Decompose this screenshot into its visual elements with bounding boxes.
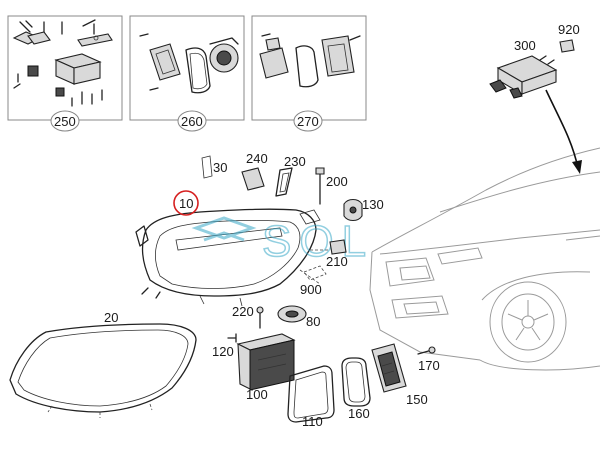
leader-arrow	[545, 89, 582, 174]
callout-150: 150	[406, 392, 428, 407]
car-outline	[369, 147, 600, 371]
inset-box-250	[7, 15, 123, 121]
part-300-module	[489, 55, 558, 99]
callout-80: 80	[306, 314, 320, 329]
part-900-harness	[303, 265, 327, 281]
part-230-bracket	[275, 167, 293, 197]
part-160-gasket	[341, 357, 371, 407]
highlight-circle-10	[173, 190, 199, 216]
part-110-gasket	[287, 365, 335, 423]
part-30-card	[201, 155, 213, 179]
callout-10: 10	[179, 196, 193, 211]
callout-130: 130	[362, 197, 384, 212]
part-220-screw	[256, 306, 264, 329]
callout-250: 250	[54, 114, 76, 129]
part-170-screw	[417, 346, 436, 355]
callout-120: 120	[212, 344, 234, 359]
part-210-connector	[329, 239, 347, 255]
callout-270: 270	[297, 114, 319, 129]
callout-220: 220	[232, 304, 254, 319]
part-920-clip	[559, 39, 575, 53]
callout-300: 300	[514, 38, 536, 53]
callout-260: 260	[181, 114, 203, 129]
part-240-bracket	[241, 167, 265, 191]
callout-240: 240	[246, 151, 268, 166]
callout-30: 30	[213, 160, 227, 175]
watermark-text: SOL	[262, 217, 374, 266]
watermark-logo: SOL	[191, 216, 374, 267]
callout-labels: 10 20 30 80 100 110 120 130 150 160 170 …	[54, 22, 580, 429]
callout-230: 230	[284, 154, 306, 169]
inset-callouts	[50, 110, 323, 132]
callout-110: 110	[302, 414, 323, 429]
callout-20: 20	[104, 310, 118, 325]
part-200-screw	[315, 167, 325, 205]
part-120-screw	[227, 333, 237, 343]
inset-box-260	[129, 15, 245, 121]
callout-210: 210	[326, 254, 348, 269]
callout-170: 170	[418, 358, 440, 373]
part-100-module	[236, 333, 296, 391]
part-150-module	[371, 343, 407, 393]
part-80-cap	[277, 305, 307, 323]
callout-920: 920	[558, 22, 580, 37]
part-130-motor	[343, 198, 363, 222]
inset-box-270	[251, 15, 367, 121]
callout-100: 100	[246, 387, 268, 402]
headlamp-assembly	[135, 208, 330, 307]
callout-160: 160	[348, 406, 370, 421]
callout-900: 900	[300, 282, 322, 297]
lens-cover	[9, 323, 197, 418]
callout-200: 200	[326, 174, 348, 189]
